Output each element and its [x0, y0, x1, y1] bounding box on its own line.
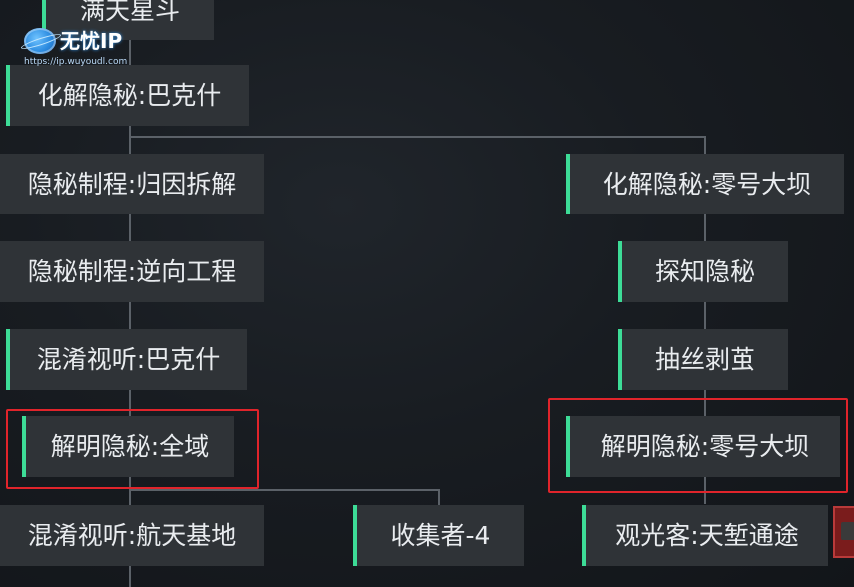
skill-node-root[interactable]: 化解隐秘:巴克什 — [6, 65, 249, 126]
skill-node-left-1[interactable]: 隐秘制程:归因拆解 — [0, 154, 264, 214]
skill-node-right-2[interactable]: 探知隐秘 — [618, 241, 788, 302]
skill-node-right-5[interactable]: 观光客:天堑通途 — [582, 505, 828, 566]
skill-node-left-4[interactable]: 解明隐秘:全域 — [22, 416, 234, 477]
skill-node-right-3[interactable]: 抽丝剥茧 — [618, 329, 788, 390]
connector-left-5b — [438, 489, 440, 505]
connector-branch-right — [129, 136, 705, 138]
connector-left-4-branch — [129, 489, 440, 491]
skill-node-top[interactable]: 满天星斗 — [42, 0, 214, 40]
skill-node-right-4[interactable]: 解明隐秘:零号大坝 — [566, 416, 840, 477]
connector-top — [129, 40, 131, 65]
skill-node-left-2[interactable]: 隐秘制程:逆向工程 — [0, 241, 264, 302]
watermark-url: https://ip.wuyoudl.com — [24, 57, 128, 67]
reward-item-icon[interactable] — [833, 506, 854, 558]
skill-node-left-5[interactable]: 混淆视听:航天基地 — [0, 505, 264, 566]
highlight-box-right — [548, 398, 848, 493]
connector-right — [704, 136, 706, 504]
highlight-box-left — [6, 409, 259, 489]
skill-node-left-3[interactable]: 混淆视听:巴克什 — [6, 329, 247, 390]
watermark-name: 无忧IP — [60, 29, 123, 53]
planet-logo-icon — [24, 28, 56, 54]
skill-node-left-5b[interactable]: 收集者-4 — [353, 505, 524, 566]
skill-node-right-1[interactable]: 化解隐秘:零号大坝 — [566, 154, 844, 214]
